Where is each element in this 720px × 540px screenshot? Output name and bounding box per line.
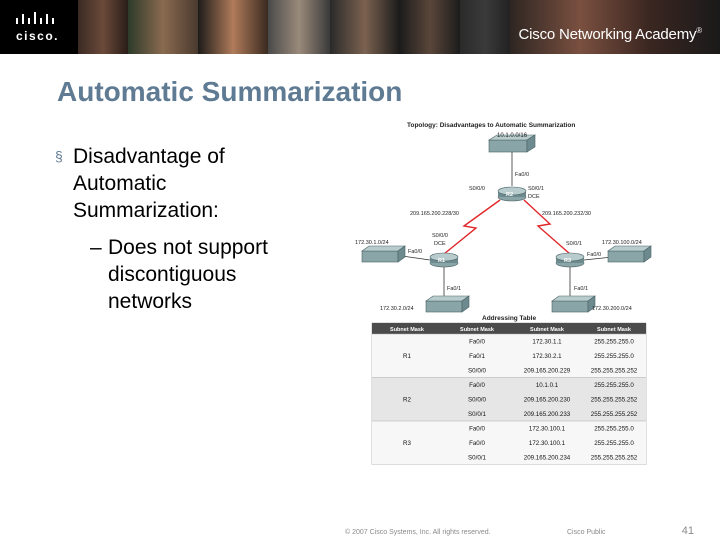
header-photo-6 xyxy=(400,0,460,54)
table-cell: 172.30.2.1 xyxy=(532,353,562,360)
cisco-bars-icon xyxy=(16,12,54,24)
header-photo-2 xyxy=(128,0,198,54)
page-number: 41 xyxy=(681,525,694,537)
router-r3-label: R3 xyxy=(564,258,571,264)
academy-text: Cisco Networking Academy xyxy=(518,26,697,43)
table-cell: 255.255.255.0 xyxy=(594,338,634,345)
table-device-cell: R3 xyxy=(403,440,411,447)
header-photo-3 xyxy=(198,0,268,54)
r2-lan-switch xyxy=(487,134,537,153)
table-cell: Fa0/0 xyxy=(469,440,485,447)
router-r2-label: R2 xyxy=(506,192,513,198)
table-group-band xyxy=(372,334,646,378)
header-photo-7 xyxy=(460,0,510,54)
r3-lan0-switch xyxy=(607,245,652,263)
addressing-table: Subnet Mask Subnet Mask Subnet Mask Subnet … xyxy=(371,322,647,465)
table-cell: 255.255.255.252 xyxy=(591,411,638,418)
r3-lan1-switch xyxy=(551,295,596,313)
r2-dce-label: DCE xyxy=(528,194,540,200)
r1-fa0-link xyxy=(401,255,431,261)
table-cell: Fa0/0 xyxy=(469,382,485,389)
sub-bullet-marker: – xyxy=(90,236,102,259)
router-r1-icon xyxy=(429,252,459,268)
table-cell: 209.165.200.230 xyxy=(524,396,571,403)
bullet-marker: § xyxy=(55,148,63,164)
r1-dce-label: DCE xyxy=(434,241,446,247)
r1-lan1-label: 172.30.2.0/24 xyxy=(380,306,414,312)
r1-fa0-label: Fa0/0 xyxy=(408,249,422,255)
header-photo-4 xyxy=(268,0,330,54)
table-group-band xyxy=(372,377,646,421)
table-cell: S0/0/0 xyxy=(468,367,486,374)
table-cell: 255.255.255.252 xyxy=(591,454,638,461)
r3-fa0-label: Fa0/0 xyxy=(587,252,601,258)
r2-s01-label: S0/0/1 xyxy=(528,186,544,192)
table-cell: 255.255.255.252 xyxy=(591,396,638,403)
r1-lan0-switch xyxy=(361,245,406,263)
table-cell: 255.255.255.0 xyxy=(594,440,634,447)
r3-s01-label: S0/0/1 xyxy=(566,241,582,247)
router-r2-icon xyxy=(497,186,527,202)
r1-fa1-label: Fa0/1 xyxy=(447,286,461,292)
table-cell: S0/0/1 xyxy=(468,454,486,461)
table-cell: 172.30.100.1 xyxy=(529,425,566,432)
r2-fa-label: Fa0/0 xyxy=(515,172,529,178)
table-header-cell: Subnet Mask xyxy=(597,327,632,333)
cisco-logo: cisco. xyxy=(16,29,60,43)
table-cell: Fa0/1 xyxy=(469,353,485,360)
r2-lan-label: 10.1.0.0/16 xyxy=(497,133,528,139)
header-banner: cisco. Cisco Networking Academy® xyxy=(0,0,720,54)
table-cell: S0/0/0 xyxy=(468,396,486,403)
table-header-cell: Subnet Mask xyxy=(530,327,565,333)
table-device-cell: R2 xyxy=(403,396,411,403)
table-device-cell: R1 xyxy=(403,353,411,360)
link-left-label: 209.165.200.228/30 xyxy=(410,211,459,217)
table-cell: 209.165.200.234 xyxy=(524,454,571,461)
sub-bullet-text: Does not support discontiguous networks xyxy=(108,236,268,313)
r1-s00-label: S0/0/0 xyxy=(432,233,448,239)
router-r1-label: R1 xyxy=(438,258,445,264)
academy-brand: Cisco Networking Academy® xyxy=(518,26,703,43)
table-cell: 255.255.255.0 xyxy=(594,353,634,360)
table-group-band xyxy=(372,421,646,465)
topology-diagram: Topology: Disadvantages to Automatic Sum… xyxy=(355,122,652,465)
r2-s00-label: S0/0/0 xyxy=(469,186,485,192)
link-right-label: 209.165.200.232/30 xyxy=(542,211,591,217)
table-cell: 255.255.255.0 xyxy=(594,382,634,389)
table-header-cell: Subnet Mask xyxy=(460,327,495,333)
addressing-caption: Addressing Table xyxy=(482,315,536,322)
header-photo-1 xyxy=(78,0,128,54)
r3-lan0-label: 172.30.100.0/24 xyxy=(602,240,642,246)
table-cell: 255.255.255.252 xyxy=(591,367,638,374)
footer-classification: Cisco Public xyxy=(567,529,606,536)
r1-lan0-label: 172.30.1.0/24 xyxy=(355,240,389,246)
table-header-cell: Subnet Mask xyxy=(390,327,425,333)
serial-link-r2-r3 xyxy=(523,199,571,255)
table-cell: 10.1.0.1 xyxy=(536,382,559,389)
table-cell: S0/0/1 xyxy=(468,411,486,418)
r3-lan1-label: 172.30.200.0/24 xyxy=(592,306,632,312)
serial-link-r1-r2 xyxy=(443,199,501,255)
registered-mark: ® xyxy=(696,26,702,35)
header-photo-8 xyxy=(510,0,720,54)
table-cell: 172.30.100.1 xyxy=(529,440,566,447)
slide-title: Automatic Summarization xyxy=(57,76,403,107)
table-cell: 255.255.255.0 xyxy=(594,425,634,432)
router-r3-icon xyxy=(555,252,585,268)
footer-copyright: © 2007 Cisco Systems, Inc. All rights re… xyxy=(345,529,491,536)
table-cell: Fa0/0 xyxy=(469,338,485,345)
r3-fa1-label: Fa0/1 xyxy=(574,286,588,292)
table-cell: 172.30.1.1 xyxy=(532,338,562,345)
table-cell: 209.165.200.229 xyxy=(524,367,571,374)
table-cell: Fa0/0 xyxy=(469,425,485,432)
header-photo-5 xyxy=(330,0,400,54)
logo-area: cisco. xyxy=(0,0,78,54)
table-cell: 209.165.200.233 xyxy=(524,411,571,418)
r1-lan1-switch xyxy=(425,295,470,313)
topology-caption: Topology: Disadvantages to Automatic Sum… xyxy=(407,122,575,129)
bullet-text: Disadvantage of Automatic Summarization: xyxy=(73,145,225,222)
